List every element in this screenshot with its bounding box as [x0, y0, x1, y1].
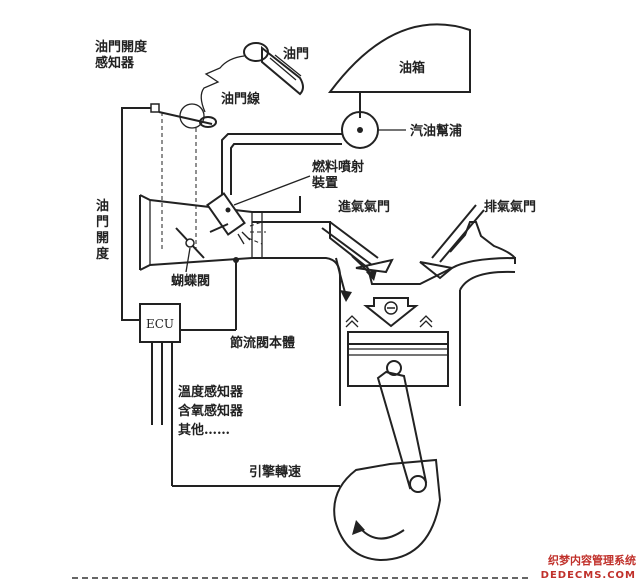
- throttle-opening-label-3: 開: [96, 231, 109, 246]
- intake-valve: [321, 221, 394, 274]
- ecu-label: ECU: [146, 317, 174, 331]
- butterfly-valve: [175, 227, 205, 259]
- sensor-label-temperature: 溫度感知器: [178, 384, 244, 400]
- crankshaft: [333, 458, 442, 562]
- flame-marks: [345, 315, 433, 328]
- throttle-pedal: [243, 42, 304, 96]
- butterfly-valve-label: 蝴蝶閥: [171, 273, 210, 289]
- fuel-pump: [341, 111, 406, 149]
- piston-arrow: [363, 297, 419, 328]
- fuel-tank: [328, 23, 471, 93]
- throttle-sensor-label-2: 感知器: [95, 55, 135, 71]
- connecting-rod: [376, 370, 428, 490]
- piston: [347, 331, 449, 387]
- throttle-label: 油門: [283, 46, 309, 62]
- engine-speed-label: 引擎轉速: [249, 464, 301, 480]
- throttle-sensor-label-1: 油門開度: [95, 39, 148, 55]
- ecu-box: ECU: [139, 303, 181, 343]
- throttle-cable-label: 油門線: [221, 91, 261, 107]
- sensor-label-other: 其他……: [178, 422, 230, 438]
- exhaust-valve-label: 排氣氣門: [484, 199, 536, 215]
- throttle-opening-label-4: 度: [96, 246, 110, 262]
- throttle-opening-label-1: 油: [96, 198, 109, 214]
- throttle-body-label: 節流閥本體: [230, 335, 295, 351]
- watermark-line-2: DEDECMS.COM: [541, 570, 636, 581]
- butterfly-leader: [185, 247, 191, 273]
- injector-label-2: 裝置: [311, 175, 338, 191]
- throttle-opening-label-2: 門: [96, 215, 109, 230]
- fuel-pump-label: 汽油幫浦: [410, 123, 462, 139]
- watermark: 织梦内容管理系统 DEDECMS.COM: [541, 553, 636, 581]
- fuel-line-inner: [230, 143, 342, 195]
- fuel-line: [221, 133, 342, 195]
- intake-valve-label: 進氣氣門: [338, 199, 390, 215]
- throttle-cable: [200, 55, 245, 113]
- exhaust-valve: [419, 204, 485, 280]
- ecu-wiring: [121, 107, 340, 487]
- fuel-tank-label: 油箱: [399, 60, 425, 76]
- injector-label-1: 燃料噴射: [312, 159, 364, 175]
- watermark-line-1: 织梦内容管理系统: [548, 553, 636, 567]
- throttle-sensor: [150, 103, 217, 129]
- injector-leader: [233, 175, 311, 206]
- intake-flow-arrows: [335, 255, 377, 302]
- fuel-injector: [206, 192, 266, 245]
- intake-manifold: [139, 194, 369, 406]
- sensor-label-oxygen: 含氧感知器: [177, 403, 244, 419]
